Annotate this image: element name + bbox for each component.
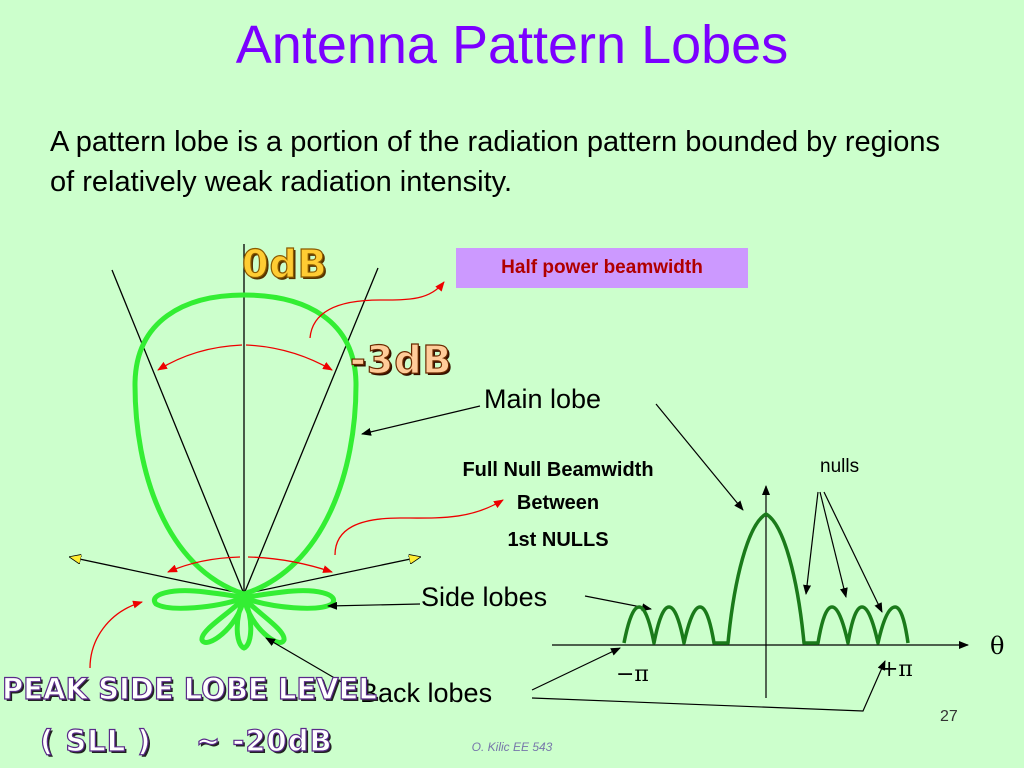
page-number: 27: [940, 708, 958, 725]
beamwidth-arcs: [89, 281, 504, 669]
side-lobes-label: Side lobes: [421, 582, 548, 612]
peak-sll-line1: PEAK SIDE LOBE LEVEL: [1, 671, 377, 706]
back-lobe-left: [199, 589, 249, 645]
intro-text: A pattern lobe is a portion of the radia…: [50, 126, 940, 198]
plus-pi-label: +π: [880, 657, 913, 682]
footer-credit: O. Kilic EE 543: [471, 740, 553, 754]
pattern-plot-curve: [622, 512, 910, 645]
label-pointers: [265, 403, 886, 712]
left-side-lobe: [151, 588, 253, 611]
full-null-beamwidth-line3: 1st NULLS: [507, 529, 609, 551]
full-null-beamwidth-line1: Full Null Beamwidth: [462, 459, 654, 481]
peak-sll-line2: ( SLL ) ~ -20dB: [39, 723, 333, 758]
theta-label: θ: [990, 632, 1005, 660]
main-lobe-shape: [132, 292, 359, 597]
plot-axes: [552, 485, 969, 698]
nulls-label: nulls: [820, 456, 860, 477]
radial-lines: [70, 244, 420, 595]
back-lobe-center: [234, 591, 254, 651]
half-power-beamwidth-box: Half power beamwidth: [456, 248, 748, 288]
back-lobes-label: Back lobes: [360, 678, 493, 708]
zero-db-label: 0dB: [241, 241, 328, 286]
minus-pi-label: −π: [616, 662, 649, 687]
main-lobe-label: Main lobe: [484, 384, 602, 414]
page-title: Antenna Pattern Lobes: [235, 15, 789, 75]
back-lobe-right: [239, 589, 287, 645]
minus-3db-label: -3dB: [349, 337, 453, 382]
full-null-beamwidth-line2: Between: [516, 492, 600, 514]
right-side-lobe: [235, 588, 337, 611]
